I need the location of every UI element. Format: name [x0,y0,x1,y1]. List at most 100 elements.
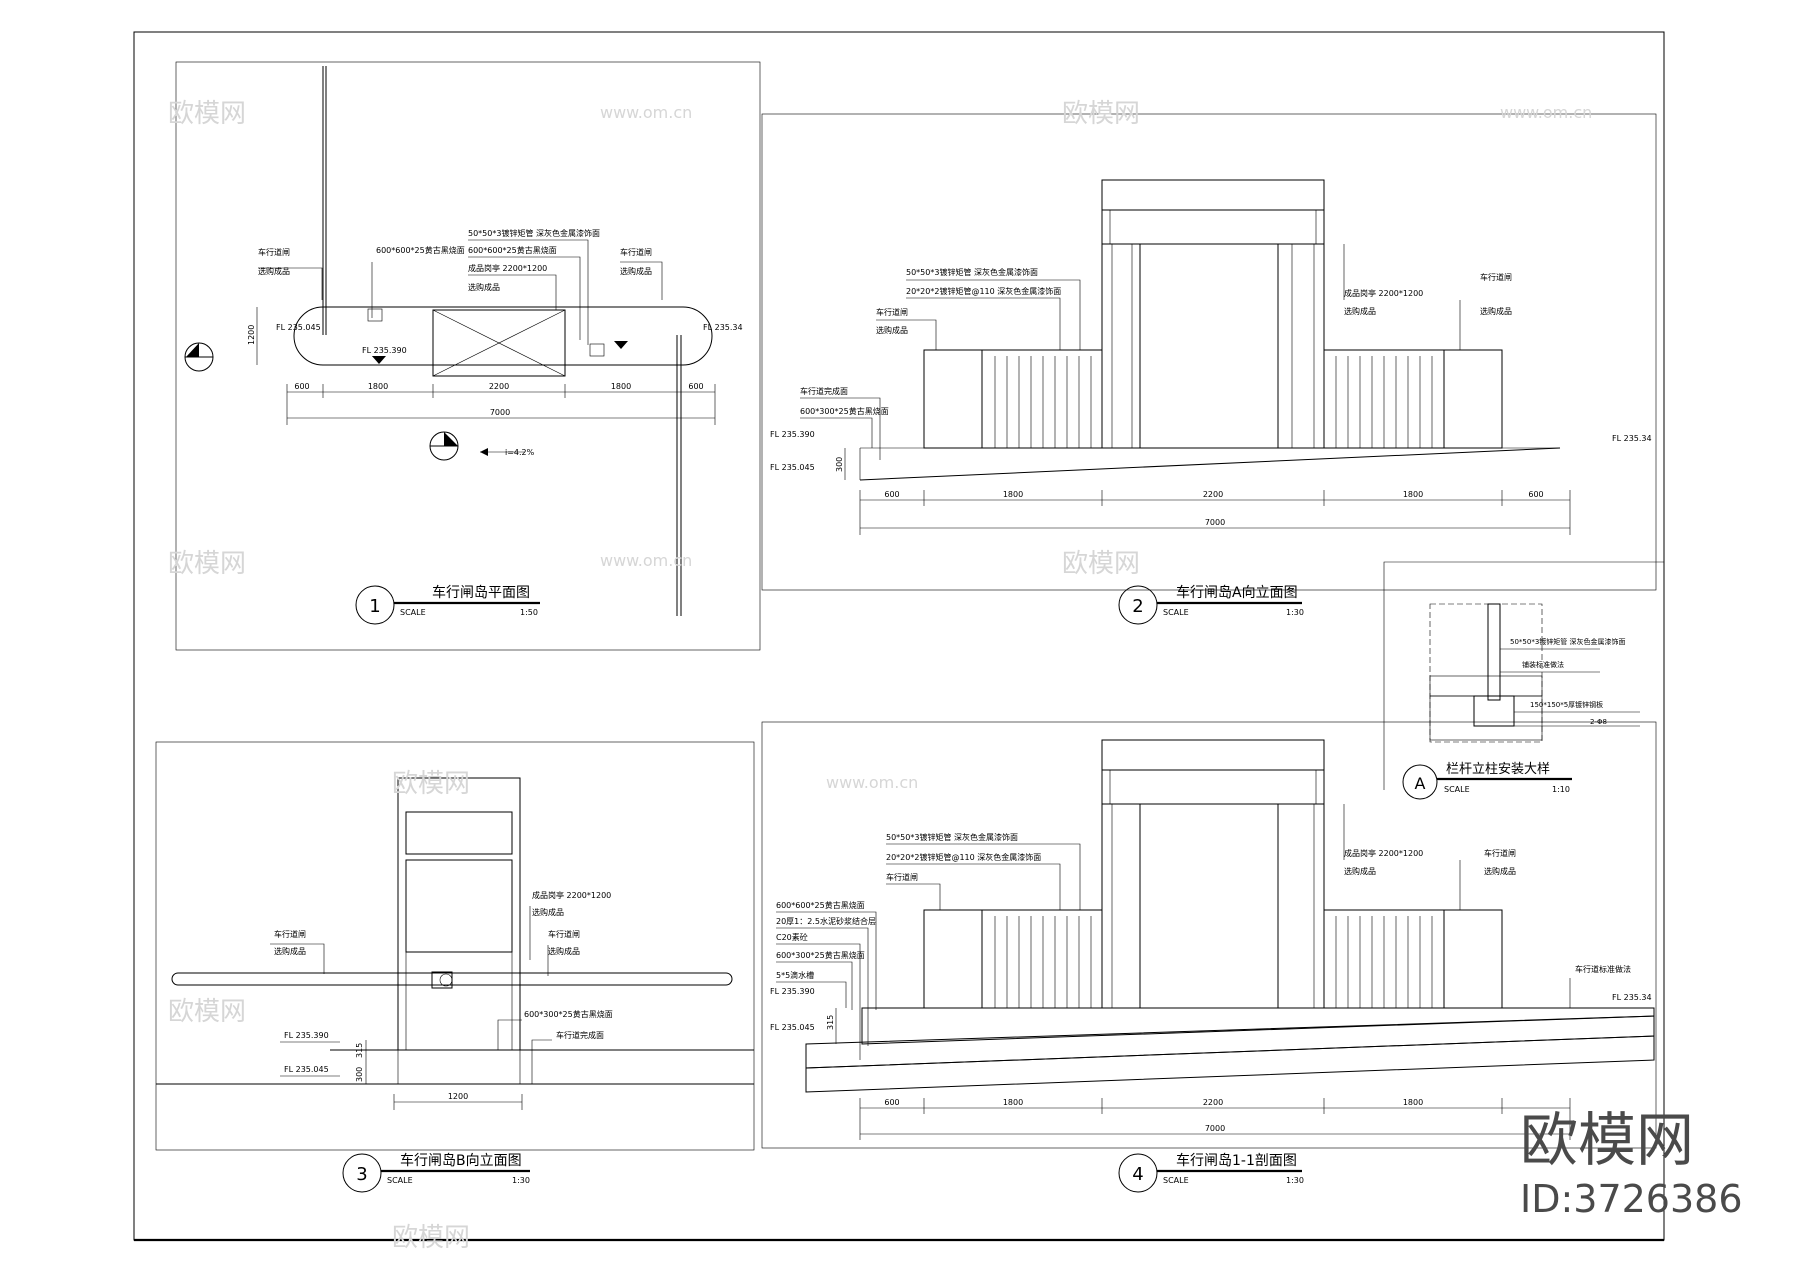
elev-b-dim-300: 300 [355,1067,364,1082]
booth-section [1101,739,1325,1009]
elev-a-dim-600-left: 600 [884,490,899,499]
plan-level-390: FL 235.390 [362,346,407,355]
island-outline [293,306,713,366]
layer-concrete [805,1015,1655,1069]
sec-note-std: 车行道标准做法 [1575,964,1631,974]
elev-a-dim-1800-left: 1800 [1003,490,1023,499]
elev-b-note-gate-left-1: 车行道闸 [274,929,306,939]
view-1-scale: 1:50 [520,608,538,617]
detail-a-frame [1429,603,1543,743]
sec-note-gate-right-2: 选购成品 [1484,866,1516,876]
elev-a-dim-2200: 2200 [1203,490,1223,499]
view-1-number: 1 [369,596,380,617]
elev-b-level-390: FL 235.390 [284,1031,329,1040]
plan-note-stone: 600*600*25黄古黑烧面 [376,245,465,255]
view-3-elevation-b: 1200 315 300 FL 235.390 FL 235.045 车行道闸 … [155,741,755,1193]
plan-dim-600-left: 600 [294,382,309,391]
view-3-title: 车行闸岛B向立面图 [400,1152,522,1169]
view-2-scale: 1:30 [1286,608,1304,617]
watermark-3: 欧模网 [168,549,246,579]
elev-b-note-booth-a: 成品岗亭 2200*1200 [532,890,611,900]
plan-note-gate-left-1: 车行道闸 [258,247,290,257]
elev-a-note-gate-right-2: 选购成品 [1480,306,1512,316]
view-2-elevation-a: 600 1800 2200 1800 600 7000 300 FL 235.3… [761,113,1657,625]
elev-a-note-booth-a: 成品岗亭 2200*1200 [1344,288,1423,298]
view-2-title: 车行闸岛A向立面图 [1176,584,1298,601]
plan-note-stone-b: 600*600*25黄古黑烧面 [468,245,557,255]
plan-dim-600-right: 600 [688,382,703,391]
sec-note-stone300: 600*300*25黄古黑烧面 [776,950,865,960]
elev-b-dim-1200: 1200 [448,1092,468,1101]
detail-a-circle [1402,764,1438,800]
view-1-title: 车行闸岛平面图 [432,584,530,601]
watermark-2: 欧模网 [1062,99,1140,129]
elev-a-note-gate-right-1: 车行道闸 [1480,272,1512,282]
view-4-frame [761,721,1657,1149]
view-3-number: 3 [356,1164,367,1185]
view-1-frame [175,61,761,651]
detail-a-note-tube: 50*50*3镀锌矩管 深灰色金属漆饰面 [1510,637,1626,646]
view-2-number: 2 [1132,596,1143,617]
sec-note-curb: 5*5滴水槽 [776,970,814,980]
sec-level-045: FL 235.045 [770,1023,815,1032]
sec-note-stone600: 600*600*25黄古黑烧面 [776,900,865,910]
watermark-4: 欧模网 [1062,549,1140,579]
watermark-url-1: www.om.cn [600,103,692,122]
detail-a: 50*50*3镀锌矩管 深灰色金属漆饰面 铺装标准做法 150*150*5厚镀锌… [1383,561,1664,800]
detail-a-title: 栏杆立柱安装大样 [1446,762,1550,777]
elev-a-note-tube50: 50*50*3镀锌矩管 深灰色金属漆饰面 [906,267,1038,277]
detail-a-note-install: 铺装标准做法 [1522,660,1564,669]
view-4-title: 车行闸岛1-1剖面图 [1176,1152,1297,1169]
plan-dim-2200: 2200 [489,382,509,391]
plan-level-045: FL 235.045 [276,323,321,332]
watermark-url-2: www.om.cn [1500,103,1592,122]
elev-a-dim-300: 300 [835,457,844,472]
plan-level-34: FL 235.34 [703,323,743,332]
plan-dim-7000: 7000 [490,408,510,417]
view-1-scale-label: SCALE [400,608,426,617]
plan-note-booth-b: 选购成品 [468,282,500,292]
view-3-scale-label: SCALE [387,1176,413,1185]
sec-note-gate-right-1: 车行道闸 [1484,848,1516,858]
sec-dim-315: 315 [826,1015,835,1030]
elev-a-note-stone300: 600*300*25黄古黑烧面 [800,406,889,416]
sec-note-c20: C20素砼 [776,932,808,942]
sec-dim-1800-left: 1800 [1003,1098,1023,1107]
watermark-id: ID:3726386 [1520,1177,1743,1221]
sec-level-390: FL 235.390 [770,987,815,996]
watermarks: 欧模网 www.om.cn 欧模网 www.om.cn 欧模网 www.om.c… [168,99,1592,1253]
elev-a-note-gate-1: 车行道闸 [876,307,908,317]
plan-note-tube: 50*50*3镀锌矩管 深灰色金属漆饰面 [468,228,600,238]
detail-a-number: A [1415,774,1426,793]
plan-note-gate-left-2: 选购成品 [258,266,290,276]
slope-label: i=4.2% [505,448,535,457]
sec-note-booth-a: 成品岗亭 2200*1200 [1344,848,1423,858]
watermark-1: 欧模网 [168,99,246,129]
railing-left-a [981,349,1103,449]
elev-b-note-stone300: 600*300*25黄古黑烧面 [524,1009,613,1019]
view-3-number-circle [342,1153,382,1193]
elev-a-note-gate-2: 选购成品 [876,325,908,335]
elev-b-note-gate-right-2: 选购成品 [548,946,580,956]
sec-note-tube20: 20*20*2镀锌矩管@110 深灰色金属漆饰面 [886,852,1041,862]
watermark-url-3: www.om.cn [600,551,692,570]
detail-a-note-plate: 150*150*5厚镀锌钢板 [1530,700,1603,709]
view-4-number: 4 [1132,1164,1143,1185]
booth-plan [432,309,566,377]
elev-b-note-gate-right-1: 车行道闸 [548,929,580,939]
plan-note-booth-a: 成品岗亭 2200*1200 [468,263,547,273]
watermark-logo: 欧模网 [1520,1106,1694,1174]
view-2-scale-label: SCALE [1163,608,1189,617]
view-3-frame [155,741,755,1151]
plan-dim-1800-left: 1800 [368,382,388,391]
elev-a-level-045: FL 235.045 [770,463,815,472]
view-2-frame [761,113,1657,591]
sec-note-booth-b: 选购成品 [1344,866,1376,876]
watermark-5: 欧模网 [392,769,470,799]
elev-a-dim-7000: 7000 [1205,518,1225,527]
elev-a-note-booth-b: 选购成品 [1344,306,1376,316]
elev-b-note-booth-b: 选购成品 [532,907,564,917]
sec-dim-2200: 2200 [1203,1098,1223,1107]
layer-gravel-base [805,1035,1655,1093]
